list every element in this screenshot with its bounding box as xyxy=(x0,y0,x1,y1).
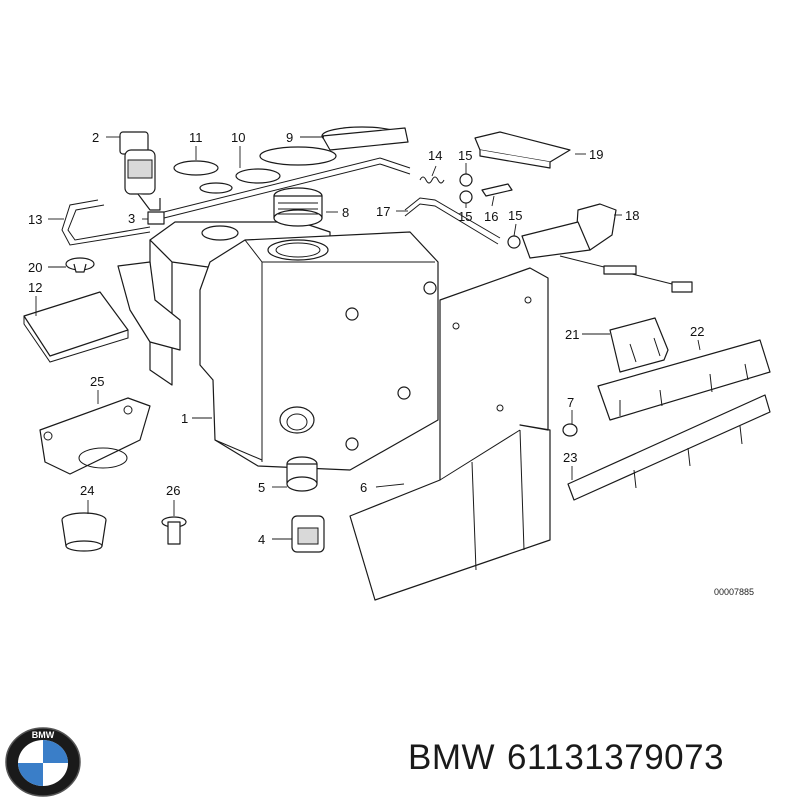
callout-16: 16 xyxy=(484,209,498,224)
callout-21: 21 xyxy=(565,327,579,342)
hose-13 xyxy=(61,199,151,246)
seal-10 xyxy=(235,168,281,184)
hose-top xyxy=(163,157,411,213)
callout-23: 23 xyxy=(563,450,577,465)
callout-2: 2 xyxy=(92,130,99,145)
callout-1: 1 xyxy=(181,411,188,426)
brand-name: BMW xyxy=(408,738,496,777)
callout-9: 9 xyxy=(286,130,293,145)
callout-10: 10 xyxy=(231,130,245,145)
pump-4 xyxy=(291,515,325,553)
callout-15a: 15 xyxy=(458,148,472,163)
callout-4: 4 xyxy=(258,532,265,547)
bracket-25 xyxy=(39,397,151,475)
clip-15b xyxy=(459,190,473,204)
callout-6: 6 xyxy=(360,480,367,495)
filler-cap xyxy=(273,187,323,227)
callout-3: 3 xyxy=(128,211,135,226)
callout-18: 18 xyxy=(625,208,639,223)
callout-22: 22 xyxy=(690,324,704,339)
cap-20 xyxy=(65,257,95,273)
connector-16 xyxy=(481,183,513,197)
callout-26: 26 xyxy=(166,483,180,498)
hose-17 xyxy=(404,197,501,239)
seal-11 xyxy=(173,160,219,176)
nut-7 xyxy=(562,423,578,437)
clip-15c xyxy=(507,235,521,249)
callout-15c: 15 xyxy=(508,208,522,223)
callout-19: 19 xyxy=(589,147,603,162)
callout-7: 7 xyxy=(567,395,574,410)
clip-15a xyxy=(459,173,473,187)
callout-8: 8 xyxy=(342,205,349,220)
washer-reservoir-tank xyxy=(117,221,439,471)
callout-13: 13 xyxy=(28,212,42,227)
callout-20: 20 xyxy=(28,260,42,275)
callout-17: 17 xyxy=(376,204,390,219)
logo-lettering: BMW xyxy=(32,730,55,740)
part-number: 61131379073 xyxy=(507,738,725,777)
clip-24 xyxy=(61,512,107,552)
callout-5: 5 xyxy=(258,480,265,495)
callout-11: 11 xyxy=(189,130,203,145)
callout-labels: 1 2 3 4 5 6 7 8 9 10 11 12 13 14 15 15 1… xyxy=(28,130,754,597)
nozzle-19 xyxy=(474,131,571,169)
level-sensor-18 xyxy=(521,203,693,293)
seal-9a xyxy=(259,146,337,166)
grommet-3 xyxy=(147,211,165,225)
drawing-code: 00007885 xyxy=(714,587,754,597)
callout-14: 14 xyxy=(428,148,442,163)
rail-23 xyxy=(567,394,771,501)
callout-24: 24 xyxy=(80,483,94,498)
grommet-5 xyxy=(286,456,318,492)
rail-22 xyxy=(597,339,771,421)
gasket-9 xyxy=(321,127,409,151)
bracket-21 xyxy=(609,317,669,373)
washer-pump xyxy=(119,131,161,211)
part-caption: BMW 61131379073 xyxy=(408,738,736,778)
callout-15b: 15 xyxy=(458,209,472,224)
rivet-26 xyxy=(161,516,187,545)
callout-12: 12 xyxy=(28,280,42,295)
leader-lines xyxy=(35,136,701,540)
bmw-logo: BMW xyxy=(5,727,81,797)
callout-25: 25 xyxy=(90,374,104,389)
seal-11b xyxy=(199,182,233,194)
spring-14 xyxy=(419,176,445,184)
heat-shield xyxy=(349,267,551,601)
